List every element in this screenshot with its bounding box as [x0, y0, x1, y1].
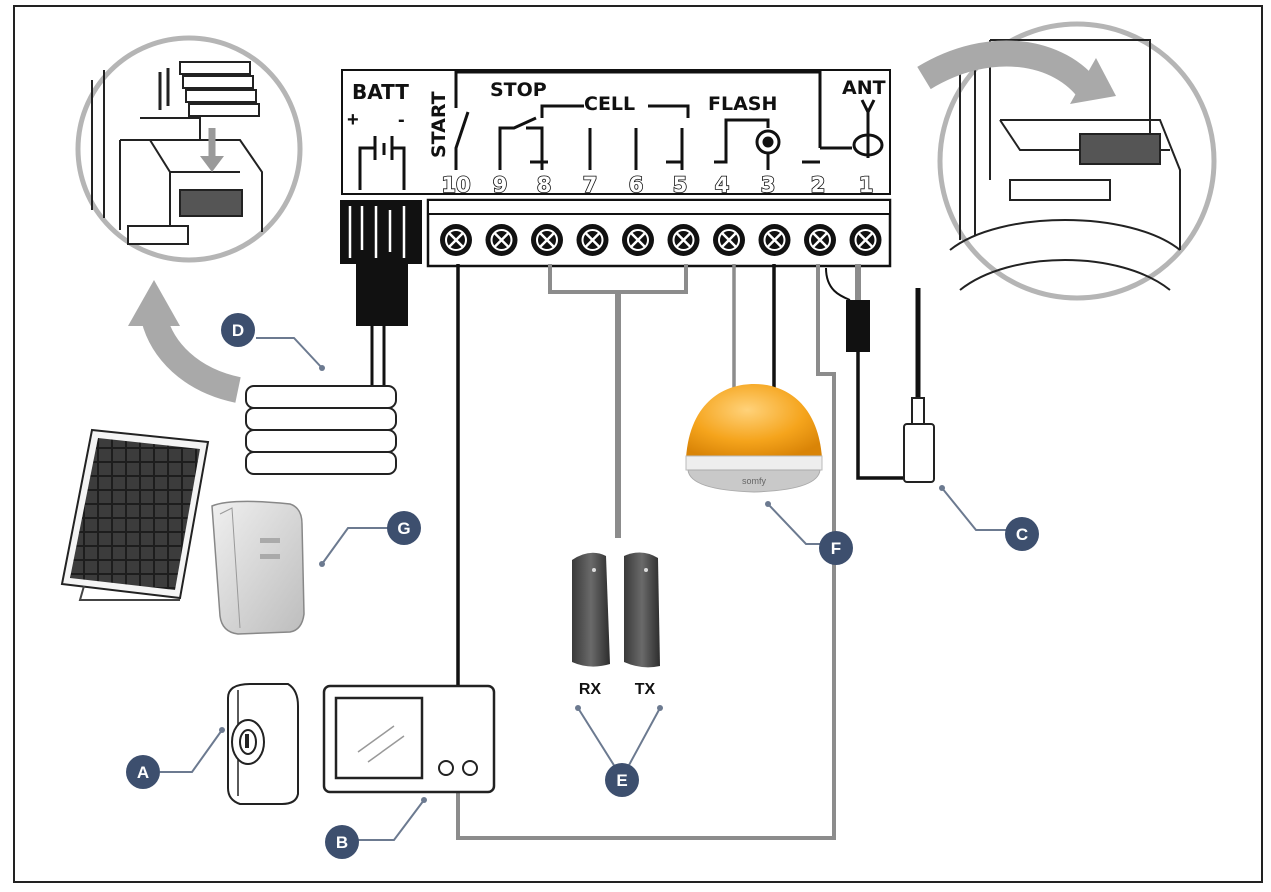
cell-bracket-symbol	[540, 104, 690, 170]
arrow-to-battery-inset	[141, 314, 242, 403]
callout-a: A	[126, 755, 160, 789]
inset-battery-install	[75, 35, 303, 263]
arrow-head-antenna	[1070, 58, 1116, 104]
svg-text:E: E	[616, 771, 627, 790]
terminal-number-3: 3	[761, 173, 776, 197]
svg-text:D: D	[232, 321, 244, 340]
svg-text:C: C	[1016, 525, 1028, 544]
terminal-number-10: 10	[441, 173, 470, 197]
svg-text:-: -	[398, 109, 405, 131]
diagram-frame	[13, 5, 1263, 883]
callout-g: G	[387, 511, 421, 545]
antenna-symbol	[820, 99, 884, 158]
terminal-number-6: 6	[629, 173, 644, 197]
terminal-number-5: 5	[673, 173, 688, 197]
antenna-coax-connector	[846, 300, 870, 352]
batt-label: BATT	[352, 80, 409, 104]
terminal-screw-1	[849, 224, 882, 256]
photocells: RX TX	[572, 552, 660, 698]
terminal-screw-8	[531, 224, 563, 256]
svg-text:B: B	[336, 833, 348, 852]
ant-label: ANT	[842, 77, 886, 99]
flash-light: somfy	[685, 384, 823, 493]
callout-e: E	[605, 763, 639, 797]
svg-text:G: G	[397, 519, 410, 538]
keypad-control-box	[322, 684, 496, 794]
battery-pack	[245, 385, 397, 475]
wires	[456, 264, 912, 840]
stop-label: STOP	[490, 79, 547, 101]
arrow-to-antenna-inset	[917, 40, 1101, 101]
terminal-numbers: 10 9 8 7 6 5 4 3 2 1	[441, 172, 875, 198]
photocell-tx	[624, 552, 660, 668]
stop-contact-symbol	[498, 116, 548, 170]
terminal-screw-10	[440, 224, 472, 256]
callout-b: B	[325, 825, 359, 859]
terminal-number-7: 7	[583, 173, 598, 197]
arrow-head-battery	[128, 280, 180, 326]
start-switch-symbol	[454, 70, 822, 170]
flash-lamp-symbol	[714, 118, 820, 170]
flash-brand-text: somfy	[742, 476, 767, 486]
flash-label: FLASH	[708, 93, 777, 115]
wire-cell-bus	[548, 264, 688, 294]
terminal-number-8: 8	[537, 173, 552, 197]
terminal-screw-4	[713, 224, 745, 256]
terminal-number-9: 9	[493, 173, 508, 197]
svg-text:+: +	[347, 109, 359, 131]
solar-panel	[60, 428, 210, 601]
terminal-label-panel: BATT START STOP CELL FLASH ANT + -	[341, 69, 891, 198]
terminal-screw-3	[758, 224, 791, 256]
terminal-screw-5	[667, 224, 700, 256]
terminal-screw-2	[804, 224, 836, 256]
battery-symbol: + -	[347, 109, 406, 190]
svg-text:A: A	[137, 763, 149, 782]
cell-label: CELL	[584, 93, 635, 115]
key-switch	[227, 683, 299, 805]
terminal-screw-7	[576, 224, 609, 256]
photocell-tx-label: TX	[635, 681, 656, 698]
wire-antenna-coax	[856, 352, 912, 480]
callout-endpoints	[219, 365, 945, 803]
terminal-number-2: 2	[811, 173, 826, 197]
callout-f: F	[819, 531, 853, 565]
svg-text:F: F	[831, 539, 841, 558]
power-supply-box	[211, 500, 305, 635]
inset-antenna-connector	[937, 21, 1217, 301]
callout-c: C	[1005, 517, 1039, 551]
terminal-screw-6	[622, 224, 654, 256]
antenna-device	[903, 288, 935, 483]
photocell-rx-label: RX	[579, 681, 602, 698]
wire-antenna-fine	[825, 267, 851, 301]
callout-d: D	[221, 313, 255, 347]
terminal-number-1: 1	[859, 173, 874, 197]
wire-loop-grey	[456, 264, 836, 840]
start-label: START	[428, 91, 450, 158]
battery-connector	[340, 200, 422, 392]
terminal-screw-9	[485, 224, 518, 256]
terminal-strip	[426, 198, 892, 268]
terminal-number-4: 4	[715, 173, 730, 197]
photocell-rx	[572, 552, 610, 667]
